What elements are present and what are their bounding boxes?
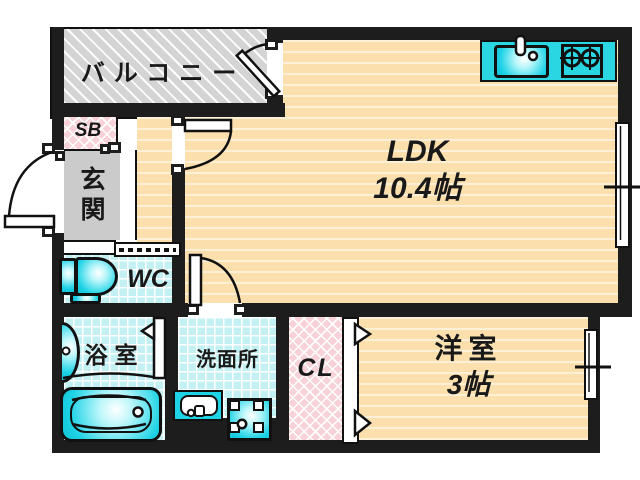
- western-room-area: [355, 317, 588, 440]
- sliding-door-dashes: [119, 247, 176, 252]
- balcony-label: バルコニー: [80, 59, 246, 87]
- wall-bottom: [52, 440, 600, 453]
- hall-door-opening: [172, 126, 185, 168]
- western-room-label: 洋室 3帖: [396, 320, 541, 414]
- closet-folding-door: [342, 317, 359, 444]
- wall-bath-wash: [165, 317, 178, 443]
- wall-middle-band: [52, 303, 632, 317]
- western-room-window: [584, 329, 598, 400]
- wall-top: [267, 27, 632, 40]
- entrance-door-opening: [50, 150, 64, 233]
- jamb-balcony-door-top: [265, 39, 278, 50]
- kitchen-sink-icon: [494, 45, 549, 78]
- ldk-label: LDK 10.4帖: [330, 126, 505, 214]
- jamb-shoebox-left: [55, 151, 65, 161]
- western-room-size: 3帖: [446, 369, 491, 400]
- jamb-wash-door-left: [186, 304, 199, 315]
- jamb-balcony-door-bottom: [265, 88, 278, 99]
- closet-label: CL: [297, 353, 335, 382]
- washing-machine-pan-icon: [227, 398, 272, 441]
- jamb-hall-door-top: [171, 115, 184, 126]
- bathtub-icon: [60, 387, 162, 442]
- wc-sliding-door: [114, 242, 181, 257]
- wall-left: [52, 27, 64, 453]
- washroom-door-opening: [188, 303, 242, 317]
- bathtub-inner: [70, 396, 152, 433]
- shoebox-area: [62, 115, 118, 151]
- entrance-step-strip: [64, 240, 116, 255]
- entrance-label: 玄関: [77, 166, 105, 226]
- jamb-wash-door-right: [234, 304, 247, 315]
- bathroom-label: 浴室: [84, 342, 145, 368]
- ldk-name: LDK: [386, 134, 449, 168]
- western-room-name: 洋室: [434, 332, 503, 364]
- entrance-step-edge: [120, 150, 137, 240]
- washroom-label: 洗面所: [196, 348, 259, 371]
- toilet-base-icon: [70, 293, 101, 304]
- jamb-entrance-top: [42, 143, 55, 154]
- ldk-size: 10.4帖: [373, 172, 462, 205]
- shoebox-label: SB: [74, 120, 102, 141]
- jamb-hall-door-bottom: [171, 164, 184, 175]
- toilet-bowl-icon: [75, 257, 118, 296]
- washbasin-icon: [173, 390, 223, 421]
- stove-icon: [561, 44, 603, 78]
- jamb-entrance-bottom: [42, 226, 55, 237]
- washbasin-bowl: [180, 395, 218, 416]
- entrance-area: [64, 148, 120, 240]
- jamb-shoebox-right: [100, 144, 110, 154]
- wc-label: WC: [127, 264, 169, 293]
- wall-balcony-bottom: [52, 103, 285, 117]
- closet-area: [289, 317, 342, 440]
- jamb-entrance-hall: [108, 142, 121, 153]
- wall-wash-closet: [276, 317, 289, 443]
- ldk-window: [615, 122, 630, 248]
